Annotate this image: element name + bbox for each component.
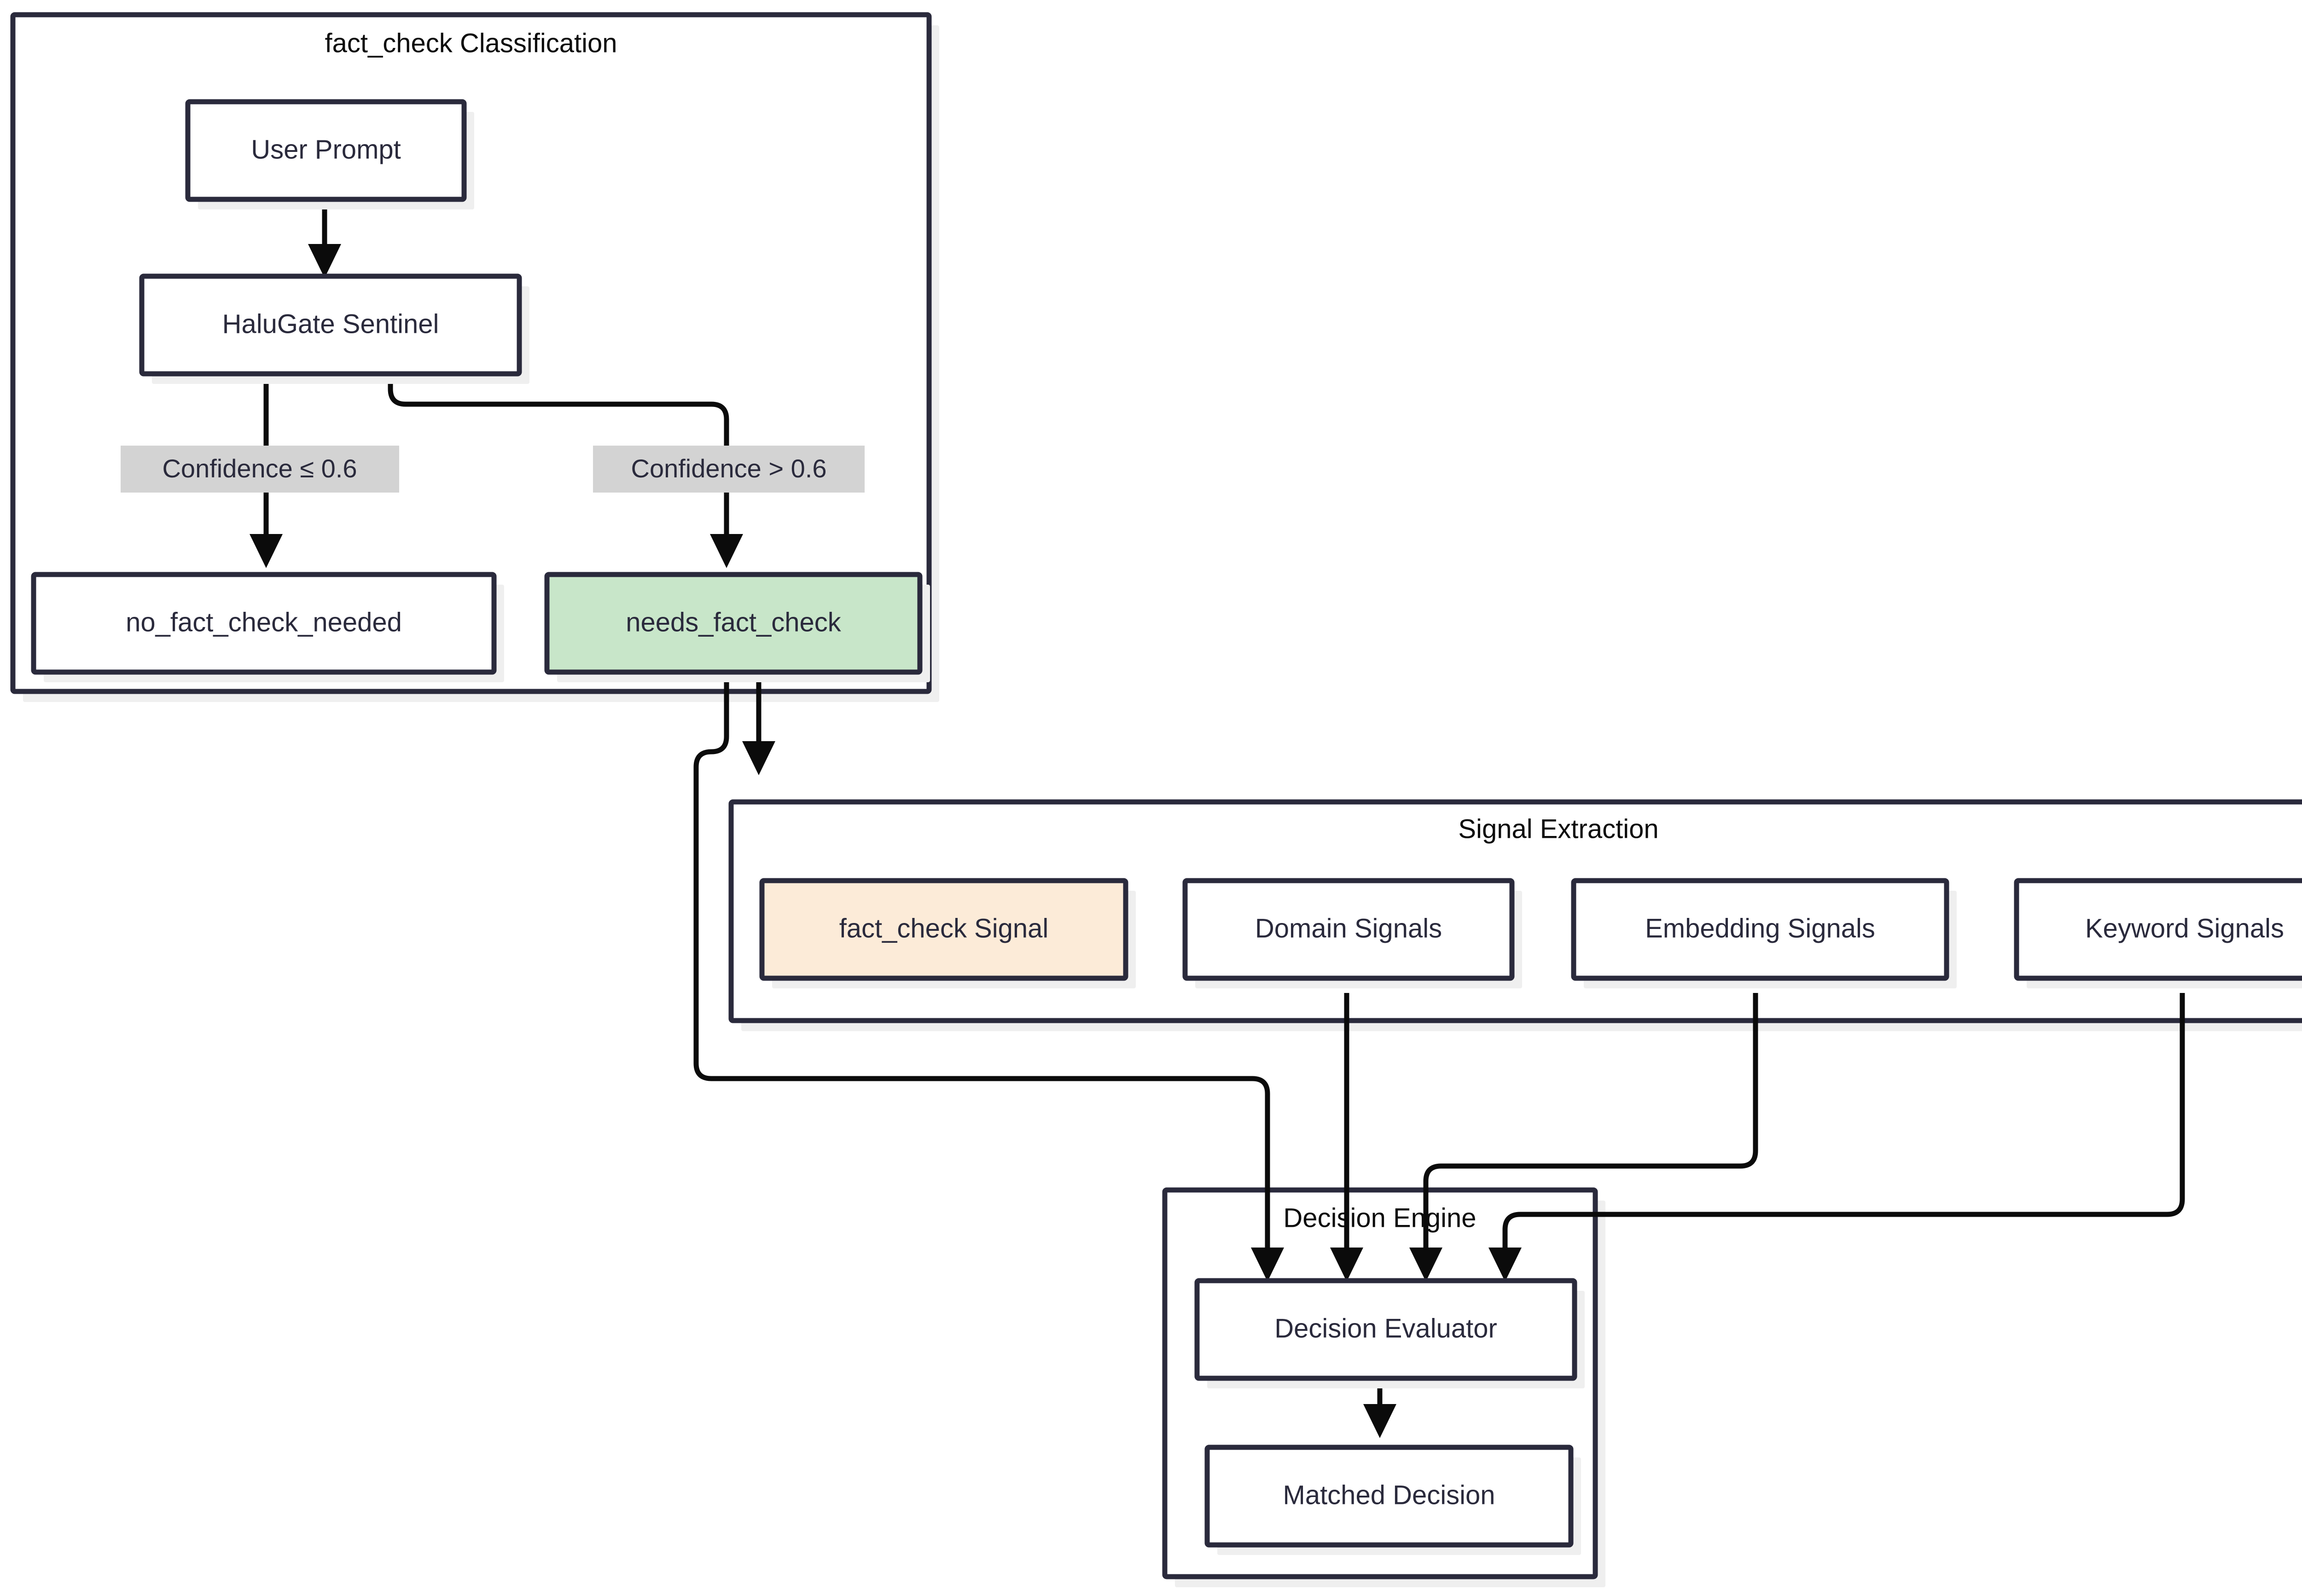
node-box <box>185 99 467 202</box>
edge-label-low-confidence: Confidence ≤ 0.6 <box>121 446 399 493</box>
node-label-domain-signals: Domain Signals <box>1255 913 1442 943</box>
edge-label-high-confidence: Confidence > 0.6 <box>593 446 865 493</box>
edge-label-text-high-confidence: Confidence > 0.6 <box>631 454 827 483</box>
node-halugate-sentinel[interactable]: HaluGate Sentinel <box>139 273 529 384</box>
node-box <box>31 572 497 675</box>
edge-label-background <box>121 446 399 493</box>
node-box <box>544 572 923 675</box>
node-box <box>1194 1278 1577 1381</box>
node-label-fact-check-signal: fact_check Signal <box>839 913 1049 943</box>
cluster-title-fact-check-classification: fact_check Classification <box>325 28 617 58</box>
node-label-needs-fact-check: needs_fact_check <box>626 607 842 637</box>
node-box <box>1182 878 1515 981</box>
edge-embedding-signals-to-decision-evaluator <box>1409 993 1758 1282</box>
edge-halugate-to-needs-fact-check <box>388 378 743 568</box>
edge-needs-fact-check-to-fact-check-signal <box>693 675 1284 1282</box>
node-box <box>759 878 1128 981</box>
node-box <box>139 273 522 377</box>
node-domain-signals[interactable]: Domain Signals <box>1182 878 1522 988</box>
node-keyword-signals[interactable]: Keyword Signals <box>2014 878 2302 988</box>
node-decision-evaluator[interactable]: Decision Evaluator <box>1194 1278 1585 1388</box>
node-box <box>2014 878 2302 981</box>
node-box <box>1204 1445 1574 1548</box>
node-label-halugate-sentinel: HaluGate Sentinel <box>222 309 439 339</box>
edge-needs-fact-check-to-signal-extraction <box>742 675 775 775</box>
node-user-prompt[interactable]: User Prompt <box>185 99 474 209</box>
node-label-keyword-signals: Keyword Signals <box>2085 913 2284 943</box>
edge-label-background <box>593 446 865 493</box>
cluster-title-decision-engine: Decision Engine <box>1283 1203 1476 1233</box>
node-embedding-signals[interactable]: Embedding Signals <box>1571 878 1957 988</box>
edge-domain-signals-to-decision-evaluator <box>1330 993 1363 1282</box>
edge-label-text-low-confidence: Confidence ≤ 0.6 <box>162 454 357 483</box>
node-needs-fact-check[interactable]: needs_fact_check <box>544 572 930 682</box>
cluster-title-signal-extraction: Signal Extraction <box>1458 814 1658 844</box>
node-label-embedding-signals: Embedding Signals <box>1645 913 1875 943</box>
node-no-fact-check-needed[interactable]: no_fact_check_needed <box>31 572 504 682</box>
edge-user-prompt-to-halugate <box>308 204 341 278</box>
node-label-decision-evaluator: Decision Evaluator <box>1274 1313 1497 1343</box>
edge-keyword-signals-to-decision-evaluator <box>1488 993 2185 1282</box>
node-label-matched-decision: Matched Decision <box>1283 1480 1495 1510</box>
node-matched-decision[interactable]: Matched Decision <box>1204 1445 1581 1555</box>
node-fact-check-signal[interactable]: fact_check Signal <box>759 878 1136 988</box>
node-label-no-fact-check-needed: no_fact_check_needed <box>126 607 402 637</box>
node-box <box>1571 878 1949 981</box>
node-label-user-prompt: User Prompt <box>251 134 401 164</box>
